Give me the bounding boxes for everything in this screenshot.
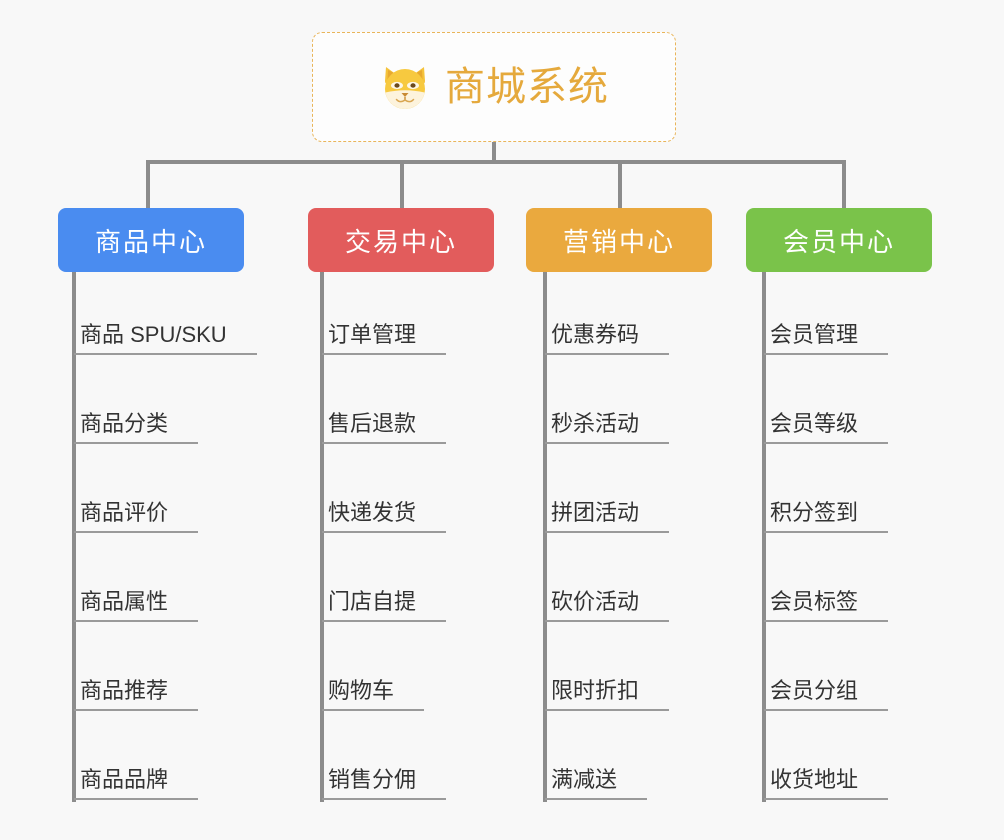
leaf-item-label: 销售分佣 — [328, 767, 417, 792]
category-header-member[interactable]: 会员中心 — [746, 208, 932, 272]
leaf-item-rule — [322, 442, 446, 444]
category-header-label: 会员中心 — [782, 226, 895, 257]
leaf-item-rule — [322, 798, 446, 800]
leaf-item-rule — [545, 709, 669, 711]
leaf-item-label: 商品分类 — [80, 411, 169, 436]
leaf-item-label: 商品评价 — [80, 500, 169, 525]
category-header-label: 营销中心 — [562, 226, 675, 257]
leaf-item-rule — [764, 709, 888, 711]
leaf-item-rule — [764, 620, 888, 622]
drop-connector-2 — [400, 160, 404, 208]
drop-connector-1 — [146, 160, 150, 208]
column-trunk-trade — [320, 272, 324, 802]
leaf-item-label: 会员管理 — [770, 322, 859, 347]
category-header-label: 交易中心 — [344, 226, 457, 257]
drop-connector-4 — [842, 160, 846, 208]
leaf-item-rule — [322, 709, 424, 711]
drop-connector-3 — [618, 160, 622, 208]
leaf-item-label: 拼团活动 — [551, 500, 640, 525]
column-trunk-product — [72, 272, 76, 802]
leaf-item-label: 售后退款 — [328, 411, 417, 436]
category-header-marketing[interactable]: 营销中心 — [526, 208, 712, 272]
leaf-item-rule — [764, 798, 888, 800]
leaf-item-rule — [322, 620, 446, 622]
root-node[interactable]: 商城系统 — [312, 32, 676, 142]
category-header-product[interactable]: 商品中心 — [58, 208, 244, 272]
leaf-item-label: 收货地址 — [770, 767, 859, 792]
leaf-item-rule — [764, 531, 888, 533]
leaf-item-label: 购物车 — [328, 678, 395, 703]
leaf-item-label: 秒杀活动 — [551, 411, 640, 436]
leaf-item-rule — [74, 709, 198, 711]
leaf-item-label: 商品属性 — [80, 589, 169, 614]
leaf-item-label: 满减送 — [551, 767, 618, 792]
leaf-item-rule — [545, 531, 669, 533]
leaf-item-rule — [322, 353, 446, 355]
leaf-item-rule — [545, 353, 669, 355]
root-title: 商城系统 — [445, 65, 609, 109]
leaf-item-rule — [74, 442, 198, 444]
leaf-item-rule — [764, 353, 888, 355]
horizontal-bus-connector — [146, 160, 846, 164]
shiba-dog-face-icon — [379, 61, 431, 113]
leaf-item-rule — [764, 442, 888, 444]
leaf-item-rule — [74, 798, 198, 800]
leaf-item-label: 会员分组 — [770, 678, 859, 703]
leaf-item-label: 会员标签 — [770, 589, 859, 614]
category-header-trade[interactable]: 交易中心 — [308, 208, 494, 272]
leaf-item-rule — [322, 531, 446, 533]
category-header-label: 商品中心 — [94, 226, 207, 257]
leaf-item-rule — [74, 620, 198, 622]
root-stem-connector — [492, 142, 496, 164]
column-trunk-marketing — [543, 272, 547, 802]
leaf-item-label: 订单管理 — [328, 322, 417, 347]
leaf-item-rule — [74, 353, 257, 355]
leaf-item-label: 会员等级 — [770, 411, 859, 436]
leaf-item-label: 商品推荐 — [80, 678, 169, 703]
leaf-item-rule — [74, 531, 198, 533]
leaf-item-rule — [545, 442, 669, 444]
leaf-item-label: 积分签到 — [770, 500, 859, 525]
leaf-item-label: 商品 SPU/SKU — [80, 322, 227, 347]
leaf-item-rule — [545, 620, 669, 622]
column-trunk-member — [762, 272, 766, 802]
leaf-item-label: 门店自提 — [328, 589, 417, 614]
leaf-item-label: 限时折扣 — [551, 678, 640, 703]
leaf-item-label: 砍价活动 — [551, 589, 640, 614]
leaf-item-rule — [545, 798, 647, 800]
leaf-item-label: 商品品牌 — [80, 767, 169, 792]
leaf-item-label: 快递发货 — [328, 500, 417, 525]
leaf-item-label: 优惠券码 — [551, 322, 640, 347]
